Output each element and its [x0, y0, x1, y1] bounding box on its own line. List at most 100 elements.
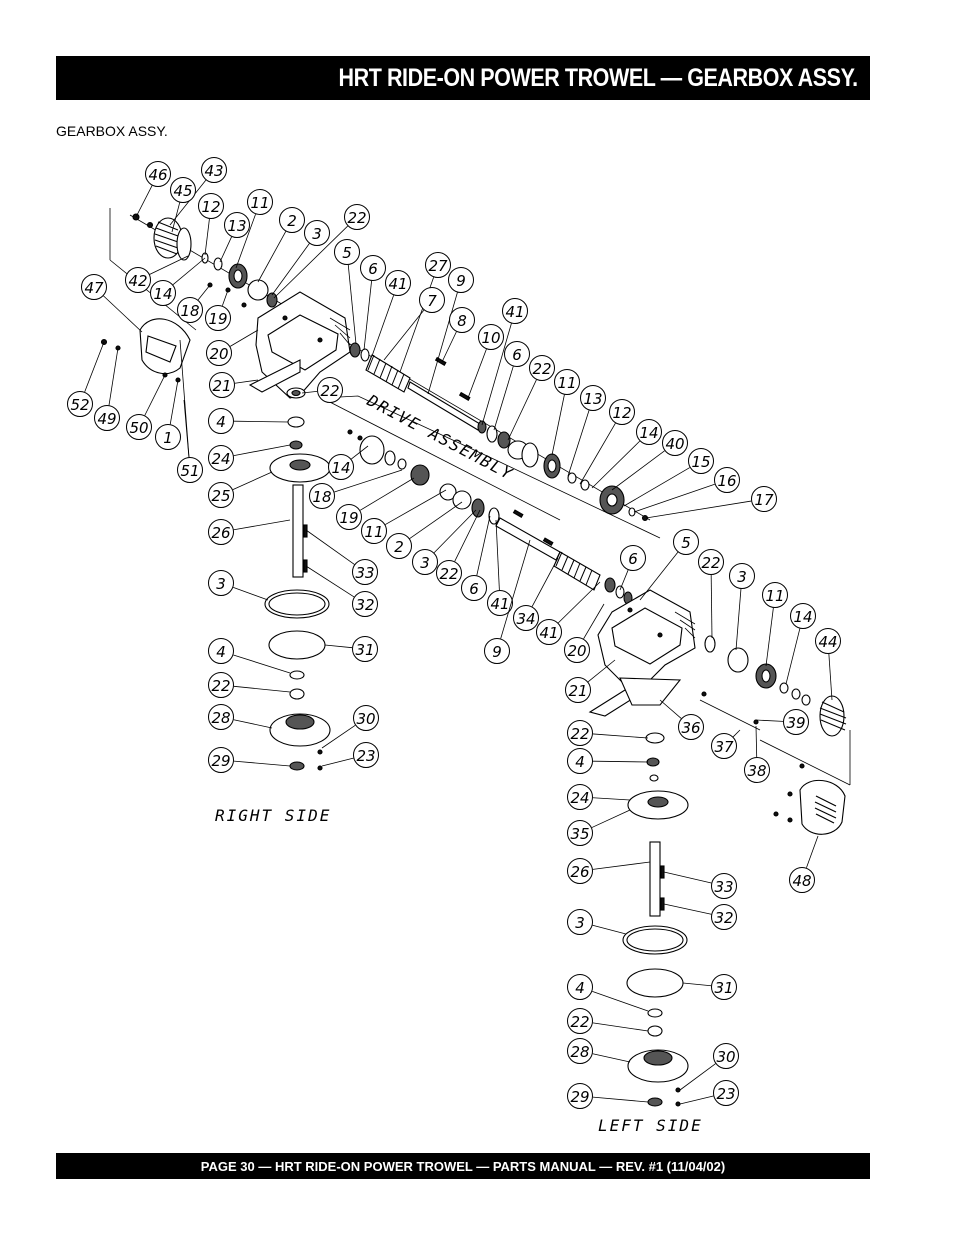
callout-number: 24: [570, 789, 589, 807]
callout-11: 11: [551, 369, 580, 456]
callout-leader: [679, 1095, 714, 1105]
callout-number: 43: [204, 162, 223, 180]
callout-leader: [592, 924, 627, 935]
callout-4: 4: [208, 408, 289, 434]
callout-leader: [235, 214, 256, 269]
footer-text: PAGE 30 — HRT RIDE-ON POWER TROWEL — PAR…: [200, 1158, 726, 1174]
callout-number: 5: [681, 534, 691, 552]
callout-circle: [385, 270, 411, 296]
callout-number: 3: [312, 225, 322, 243]
callout-leader: [149, 255, 189, 275]
callout-41: 41: [371, 270, 411, 357]
callout-leader: [229, 329, 259, 347]
callout-number: 9: [456, 272, 466, 290]
callout-number: 12: [201, 198, 220, 216]
callout-leader: [233, 444, 291, 456]
callout-circle: [688, 448, 714, 474]
callout-leader: [371, 295, 395, 357]
right-lower-stack: [264, 416, 331, 771]
callout-number: 2: [287, 212, 297, 230]
callout-circle: [150, 280, 176, 306]
callout-circle: [448, 267, 474, 293]
callout-circle: [714, 467, 740, 493]
callout-circle: [352, 591, 378, 617]
callout-number: 14: [153, 285, 172, 303]
callout-number: 13: [583, 390, 602, 408]
callout-38: 38: [744, 725, 770, 783]
left-side-assembly: [588, 589, 851, 1107]
callout-circle: [201, 157, 227, 183]
callout-32: 32: [305, 565, 378, 617]
callout-number: 14: [639, 424, 658, 442]
callout-leader: [755, 725, 758, 758]
callout-22: 22: [567, 720, 649, 746]
callout-leader: [172, 257, 206, 285]
callout-48: 48: [789, 835, 819, 893]
callout-circle: [208, 570, 234, 596]
callout-52: 52: [67, 341, 105, 417]
callout-20: 20: [564, 603, 605, 663]
callout-22: 22: [698, 549, 724, 639]
callout-leader: [233, 420, 289, 423]
callout-number: 19: [208, 310, 227, 328]
callout-circle: [729, 563, 755, 589]
callout-number: 22: [570, 1013, 589, 1031]
callout-leader: [84, 341, 105, 393]
callout-circle: [529, 355, 555, 381]
callout-leader: [663, 871, 712, 884]
callout-number: 24: [211, 450, 230, 468]
callout-circle: [790, 603, 816, 629]
callout-leader: [467, 349, 487, 399]
callout-number: 25: [211, 487, 230, 505]
callout-number: 18: [312, 488, 331, 506]
callout-circle: [208, 408, 234, 434]
callout-50: 50: [126, 374, 166, 440]
callout-15: 15: [623, 448, 714, 507]
callout-circle: [478, 324, 504, 350]
callout-leader: [301, 390, 318, 394]
callout-51: 51: [177, 399, 203, 483]
callout-leader: [383, 309, 425, 361]
header-bar: HRT RIDE-ON POWER TROWEL — GEARBOX ASSY.: [56, 56, 870, 100]
callout-circle: [209, 372, 235, 398]
callout-circle: [815, 628, 841, 654]
callout-number: 3: [575, 914, 585, 932]
callout-circle: [711, 904, 737, 930]
callout-leader: [558, 581, 601, 624]
callout-leader: [755, 719, 784, 722]
callout-16: 16: [633, 467, 740, 513]
callout-leader: [591, 440, 641, 489]
callout-37: 37: [711, 729, 741, 759]
callout-circle: [711, 873, 737, 899]
callout-circle: [567, 858, 593, 884]
callout-leader: [592, 797, 631, 801]
callout-leader: [347, 264, 357, 345]
callout-leader: [495, 519, 500, 591]
callout-number: 41: [388, 275, 407, 293]
callout-number: 27: [428, 257, 448, 275]
callout-leader: [433, 509, 477, 553]
callout-leader: [551, 394, 565, 456]
callout-5: 5: [334, 239, 360, 345]
callout-13: 13: [219, 212, 250, 263]
callout-circle: [386, 533, 412, 559]
callout-leader: [663, 903, 712, 915]
callout-circle: [504, 341, 530, 367]
callout-34: 34: [513, 557, 559, 631]
callout-number: 33: [355, 564, 374, 582]
callout-circle: [208, 482, 234, 508]
callout-leader: [321, 757, 354, 767]
callout-46: 46: [135, 161, 171, 218]
callout-circle: [567, 1038, 593, 1064]
callout-leader: [454, 509, 481, 562]
callout-circle: [208, 704, 234, 730]
callout-number: 6: [628, 550, 638, 568]
callout-42: 42: [125, 255, 189, 293]
callout-number: 14: [331, 459, 350, 477]
callout-leader: [592, 861, 651, 870]
callout-number: 28: [211, 709, 230, 727]
callout-number: 42: [128, 272, 147, 290]
callout-12: 12: [198, 193, 224, 256]
callout-number: 41: [490, 595, 509, 613]
